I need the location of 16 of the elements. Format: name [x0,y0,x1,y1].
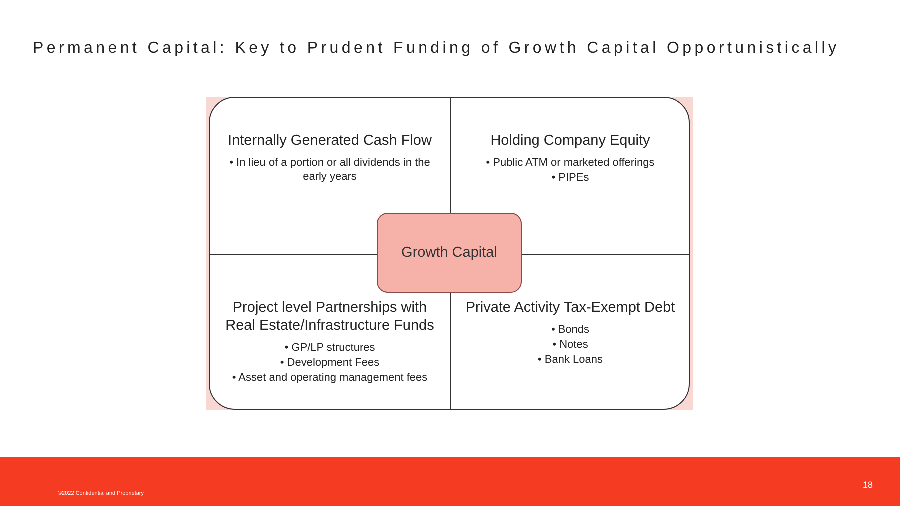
slide-title: Permanent Capital: Key to Prudent Funding of Growth Capital Opportunistically [33,40,840,58]
bullet-item: • PIPEs [550,171,590,185]
quadrant-heading: Private Activity Tax-Exempt Debt [464,299,676,317]
bullet-item: • Bonds [550,323,591,337]
bullet-item: • Asset and operating management fees [231,371,429,385]
quadrant-heading: Holding Company Equity [490,132,652,150]
bullet-item: • Bank Loans [536,353,604,367]
bullet-item: • Development Fees [279,356,381,370]
page-number: 18 [863,480,874,490]
quadrant-heading: Internally Generated Cash Flow [227,132,433,150]
bullet-item: • In lieu of a portion or all dividends in the early years [228,156,432,184]
bullet-item: • GP/LP structures [284,341,376,355]
quadrant-heading: Project level Partnerships with Real Estate/Infrastructure Funds [224,299,436,335]
bullet-item: • Public ATM or marketed offerings [485,156,656,170]
center-box: Growth Capital [377,213,522,293]
bullet-item: • Notes [552,338,590,352]
